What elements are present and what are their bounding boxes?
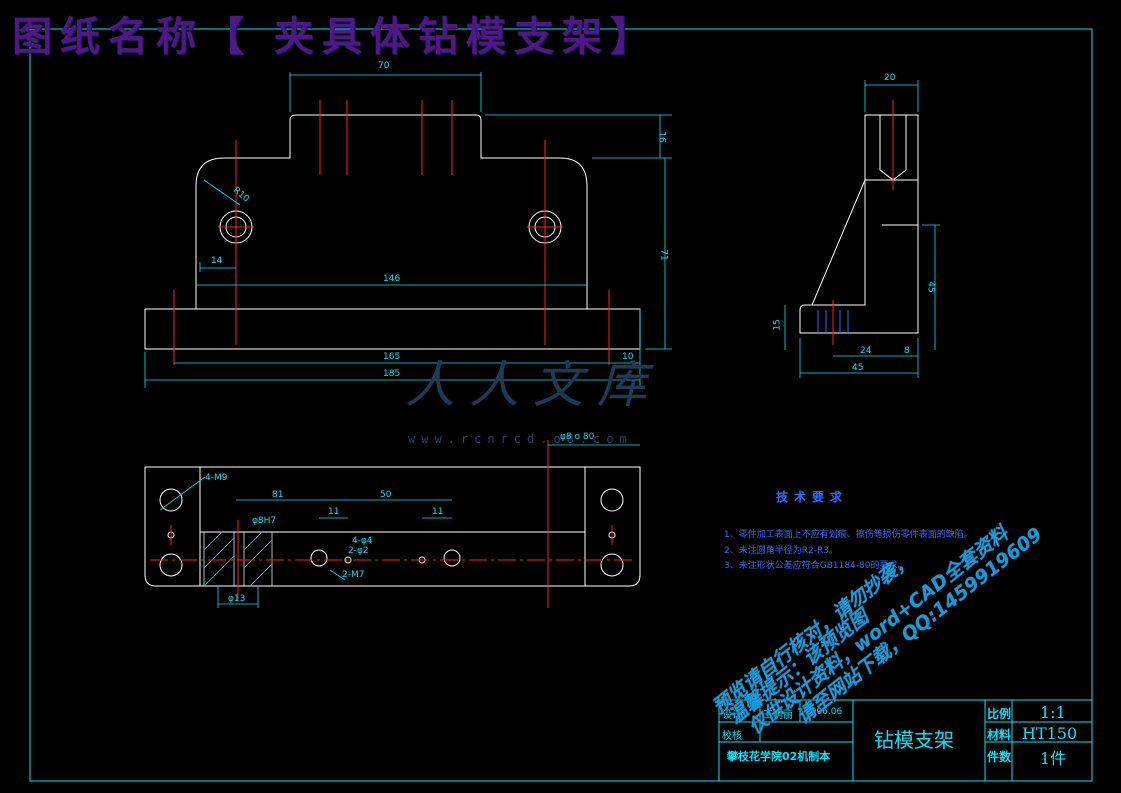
front-view (144, 114, 641, 350)
section-hatch (203, 531, 273, 587)
title-block-count-label: 件数 (987, 750, 1012, 764)
top-view (144, 466, 641, 587)
drawing-title-banner: 图纸名称【 夹具体钻模支架】 (12, 13, 658, 60)
title-block-scale-label: 比例 (987, 707, 1012, 721)
label-top-right: φ8 o 80 (560, 432, 595, 442)
watermark-logo: 人人文库 (405, 356, 661, 414)
dim-hole-span: 146 (383, 274, 401, 284)
dim-side-base-thick: 15 (772, 319, 783, 331)
dim-top-height: 16 (656, 131, 667, 143)
label-thread-4: 4-M9 (205, 473, 228, 483)
title-block-part-name: 钻模支架 (874, 728, 954, 752)
top-dimensions (159, 444, 640, 608)
side-hidden (817, 310, 849, 333)
label-dist-a: 81 (272, 490, 284, 500)
label-thread-2: 2-M7 (342, 570, 365, 580)
sheet-border (29, 28, 1093, 782)
requirement-item: 1、零件加工表面上不应有划痕、擦伤等损伤零件表面的缺陷。 (724, 530, 973, 540)
dim-side-base-total: 45 (852, 363, 864, 373)
dim-side-base-part: 24 (860, 346, 872, 356)
requirement-item: 3、未注形状公差应符合GB1184-80的要求。 (724, 561, 907, 571)
front-dimensions (144, 72, 672, 388)
title-block-designer-name: 王明丽 (763, 710, 793, 721)
title-block-school: 攀枝花学院02机制本 (727, 750, 831, 763)
dim-top-width: 70 (378, 61, 390, 71)
watermark-url: www.rcnrcd.o8.com (408, 432, 633, 446)
label-dist-b: 50 (380, 490, 392, 500)
dim-side-base-end: 8 (904, 346, 910, 356)
side-dimensions (784, 80, 940, 378)
label-hole-note-2: 2-φ2 (348, 546, 369, 556)
label-small-dia: φ13 (228, 594, 246, 604)
label-hole-note-1: 4-φ4 (352, 536, 373, 546)
dim-side-height: 45 (925, 281, 936, 293)
title-block-designer-label: 设计 (722, 710, 742, 721)
dim-left-offset: 14 (211, 256, 223, 266)
top-centerlines (150, 440, 635, 608)
title-block-grid (718, 699, 1093, 782)
label-dist-c: 11 (328, 507, 340, 517)
label-dist-d: 11 (432, 507, 444, 517)
dim-inner-length: 165 (383, 352, 401, 362)
title-block-date: 2006.06 (805, 707, 843, 717)
requirement-item: 2、未注圆角半径为R2-R3。 (724, 546, 838, 556)
dim-total-height: 71 (658, 249, 669, 261)
title-block-material-label: 材料 (987, 728, 1012, 742)
title-block-checker-label: 校核 (722, 731, 742, 742)
dim-side-top-width: 20 (884, 73, 896, 83)
title-block-count-value: 1件 (1040, 749, 1067, 768)
side-view (799, 114, 919, 334)
label-bore: φ8H7 (252, 516, 277, 526)
front-centerlines (173, 100, 610, 365)
dim-total-length: 185 (383, 369, 401, 379)
title-block-material-value: HT150 (1022, 724, 1078, 743)
side-centerlines (832, 100, 894, 345)
requirements-title: 技术要求 (776, 490, 849, 504)
dim-end-offset: 10 (622, 352, 634, 362)
title-block-scale-value: 1:1 (1040, 703, 1066, 722)
